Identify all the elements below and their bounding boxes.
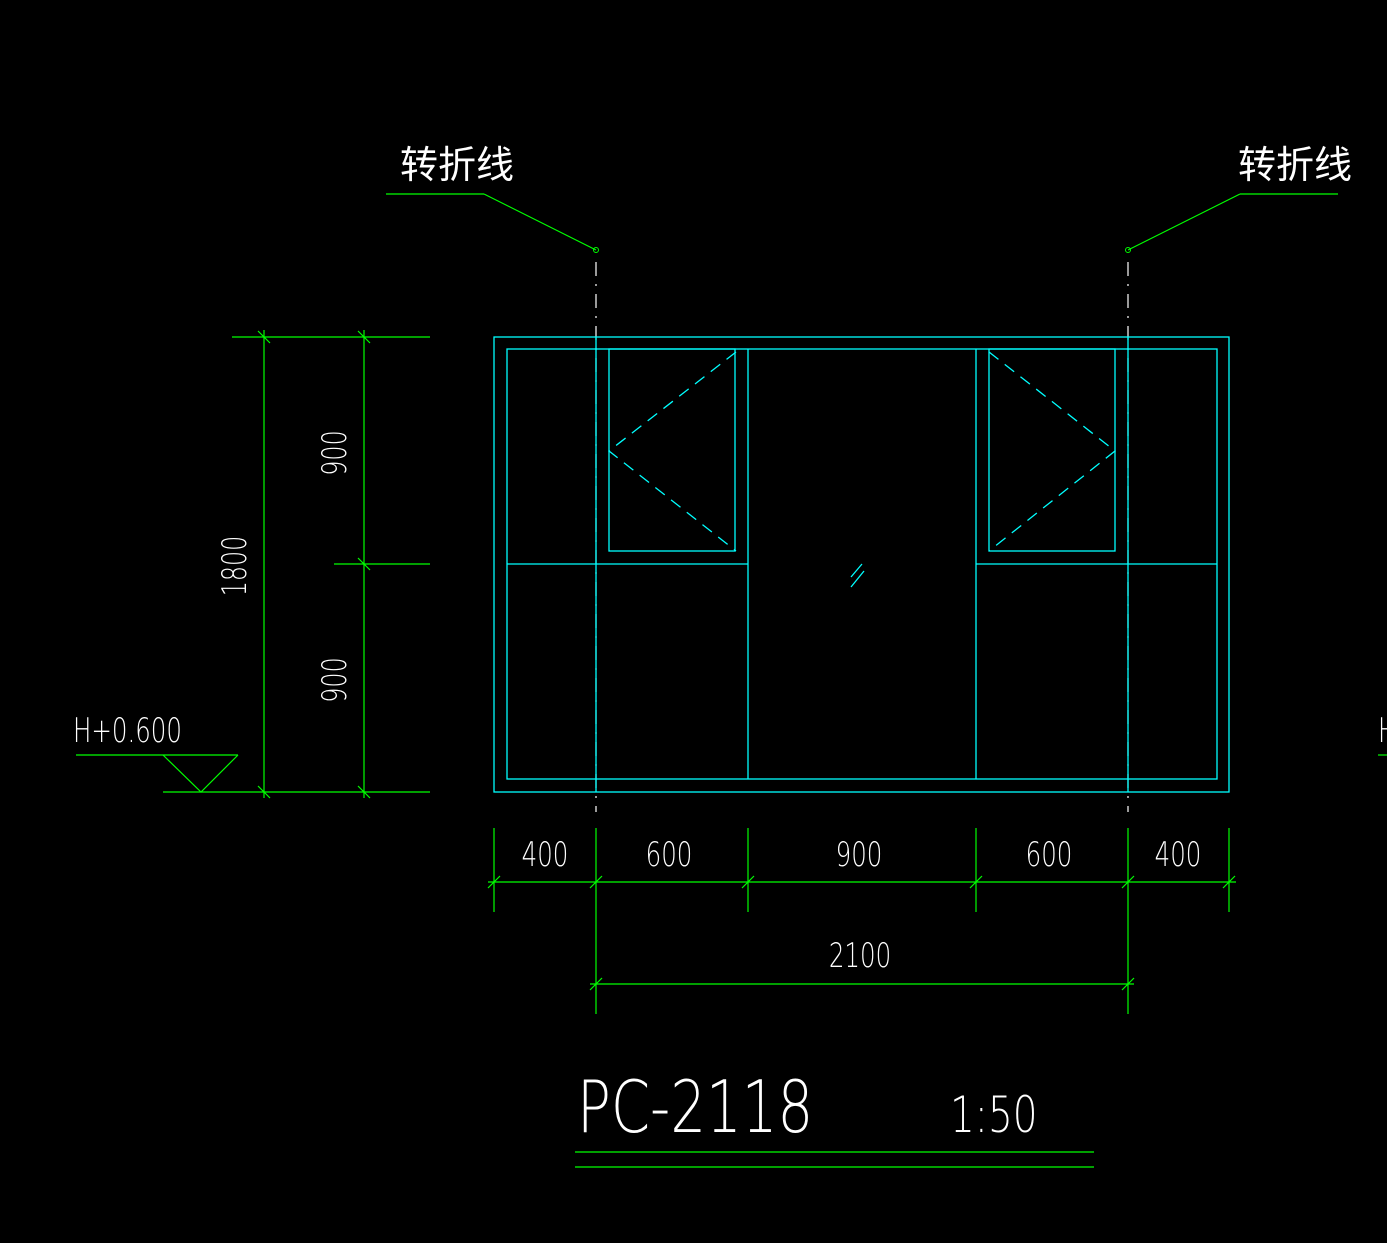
dim-width-segment-2: 600 [646, 835, 693, 874]
elevation-marker [76, 754, 239, 793]
dim-width-segment-1: 400 [522, 835, 569, 874]
dim-height-total: 1800 [215, 536, 254, 597]
dim-height-lower: 900 [315, 657, 354, 702]
dim-width-segment-5: 400 [1155, 835, 1202, 874]
window-frame [493, 336, 1230, 793]
elevation-label-right-partial: H [1378, 711, 1387, 750]
dim-width-segment-3: 900 [836, 835, 883, 874]
vertical-dimensions [163, 330, 430, 799]
horizontal-dimensions [487, 828, 1236, 1014]
callout-right-label: 转折线 [1238, 143, 1352, 187]
glass-mark-2 [850, 570, 865, 588]
glass-mark-1 [850, 563, 863, 578]
drawing-title-scale: 1:50 [950, 1085, 1038, 1144]
window-outer-frame [493, 336, 1230, 793]
sash-left [608, 348, 736, 552]
sash-left-opening-indicator [607, 351, 737, 552]
drawing-title-code: PC-2118 [577, 1066, 813, 1150]
callout-left: 转折线 [386, 143, 599, 253]
sash-right [988, 348, 1116, 552]
dim-width-inner: 2100 [829, 936, 891, 975]
elevation-label: H+0.600 [73, 711, 182, 750]
dim-width-segment-4: 600 [1026, 835, 1073, 874]
callout-right: 转折线 [1125, 143, 1352, 253]
sash-right-opening-indicator [988, 351, 1117, 552]
callout-left-label: 转折线 [400, 143, 514, 187]
dim-height-upper: 900 [315, 430, 354, 475]
